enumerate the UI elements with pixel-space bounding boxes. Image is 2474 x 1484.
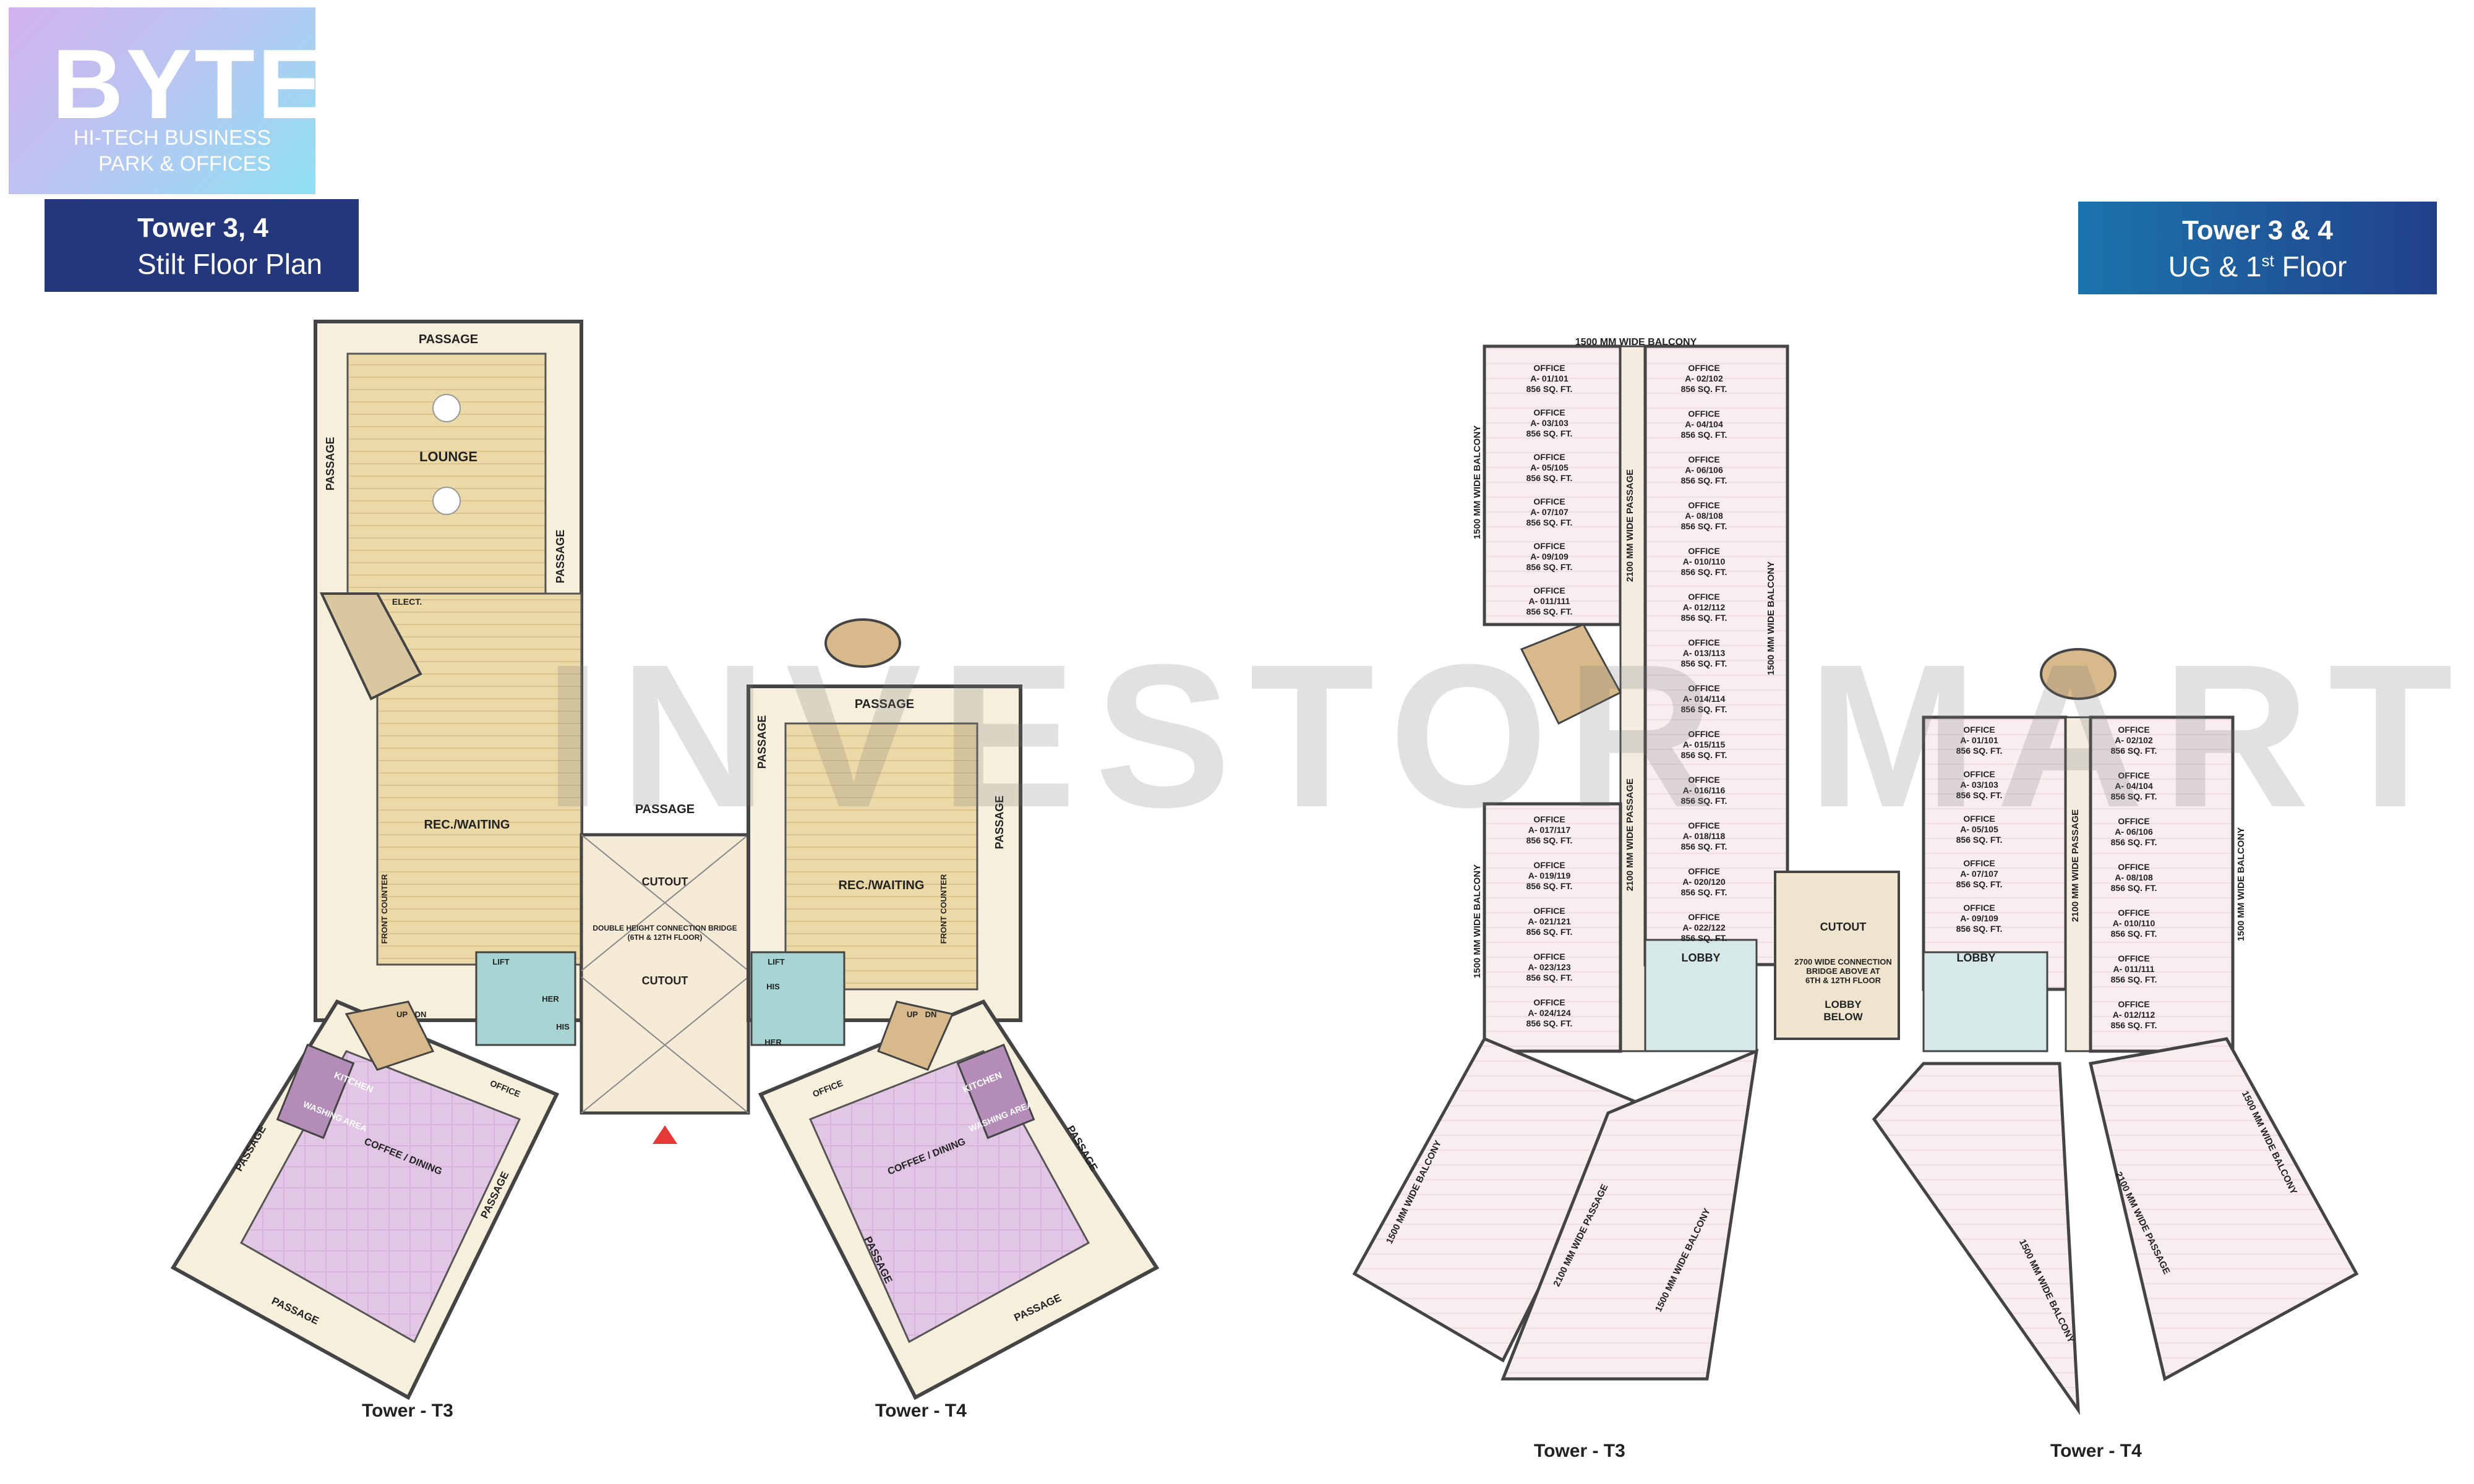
t3-upper-left-column bbox=[1483, 344, 1622, 626]
caption-stilt-t4: Tower - T4 bbox=[875, 1401, 967, 1421]
t3-lower-wing-left bbox=[1352, 1036, 1635, 1363]
caption-upper-t3: Tower - T3 bbox=[1534, 1441, 1625, 1461]
floor-plan-subtitle-sup: st bbox=[2261, 251, 2274, 270]
watermark: INVESTOR MART bbox=[544, 621, 2472, 850]
t3-right-column bbox=[1643, 344, 1789, 966]
entrance-marker bbox=[653, 1125, 677, 1144]
stilt-plan-subtitle: Stilt Floor Plan bbox=[137, 248, 323, 280]
stilt-bridge bbox=[580, 833, 750, 1115]
t4-lower-wing-right bbox=[2088, 1037, 2359, 1381]
logo-tagline-2: PARK & OFFICES bbox=[98, 152, 271, 176]
logo-wordmark: BYTE bbox=[52, 28, 326, 139]
floor-plan-subtitle-pre: UG & 1 bbox=[2168, 250, 2262, 283]
floor-plan-title: Tower 3 & 4 bbox=[2182, 215, 2333, 245]
caption-stilt-t3: Tower - T3 bbox=[362, 1401, 453, 1421]
stilt-plan-header: Tower 3, 4 Stilt Floor Plan bbox=[45, 199, 359, 292]
t3-lower-wing-right bbox=[1500, 1048, 1759, 1381]
t4-rec-area bbox=[784, 722, 978, 991]
upper-bridge bbox=[1774, 871, 1900, 1040]
logo-tagline-1: HI-TECH BUSINESS bbox=[73, 126, 271, 150]
floor-plan-subtitle: UG & 1st Floor bbox=[2078, 250, 2437, 283]
floor-plan-subtitle-post: Floor bbox=[2274, 250, 2347, 283]
caption-upper-t4: Tower - T4 bbox=[2050, 1441, 2142, 1461]
byte-logo: BYTE HI-TECH BUSINESS PARK & OFFICES bbox=[9, 7, 323, 194]
t4-lower-wing-left bbox=[1872, 1062, 2080, 1415]
t3-lower-left-column bbox=[1483, 802, 1622, 1053]
floor-plan-header: Tower 3 & 4 UG & 1st Floor bbox=[2078, 202, 2437, 294]
t4-left-column bbox=[1922, 715, 2068, 991]
lounge-area bbox=[346, 352, 547, 602]
stilt-plan-title: Tower 3, 4 bbox=[137, 213, 268, 243]
